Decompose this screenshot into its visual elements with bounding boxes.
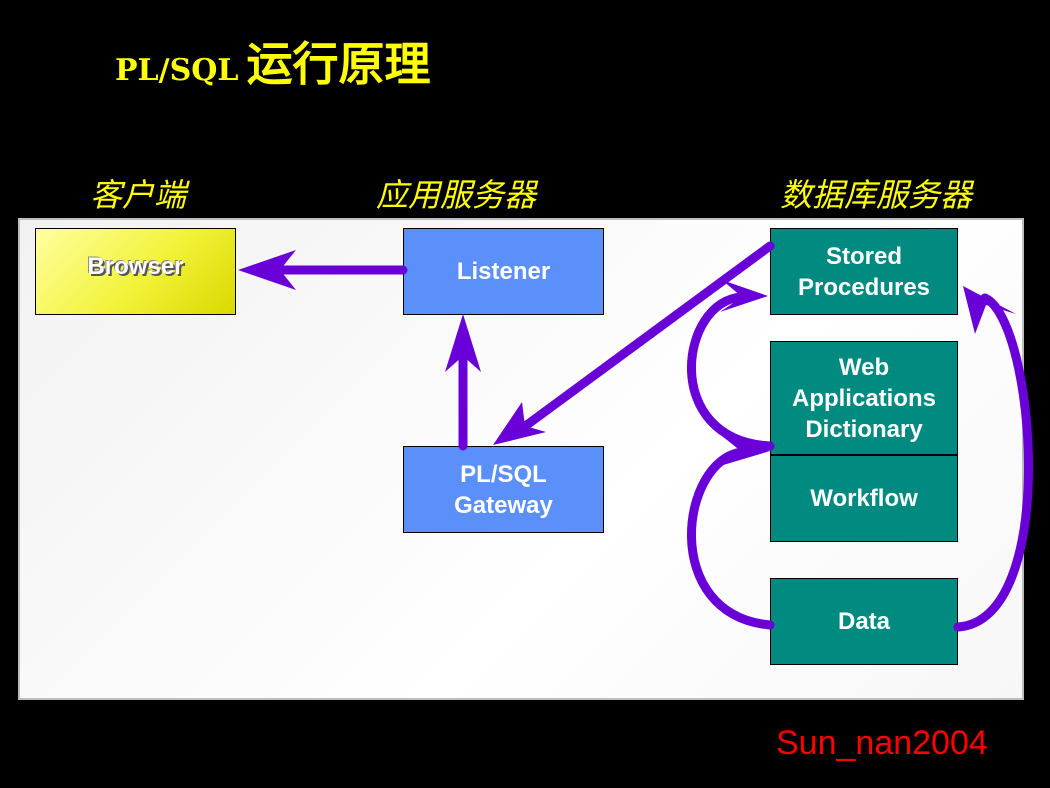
data-box: Data [770, 578, 958, 665]
tier-label-app-server: 应用服务器 [376, 176, 537, 214]
browser-label: Browser [87, 253, 184, 280]
browser-box: Browser [35, 228, 236, 315]
gateway-label-line1: PL/SQL [460, 460, 547, 488]
stored-label-line1: Stored [825, 242, 902, 270]
page-title: PL/SQL 运行原理 [115, 28, 431, 98]
webapp-label-line1: Web [838, 353, 890, 381]
listener-box: Listener [403, 228, 604, 315]
stored-label-line2: Procedures [797, 273, 931, 301]
workflow-box: Workflow [770, 455, 958, 542]
listener-label: Listener [456, 258, 551, 285]
web-applications-dictionary-box: Web Applications Dictionary [770, 341, 958, 455]
gateway-label-line2: Gateway [454, 491, 553, 519]
title-cjk: 运行原理 [246, 37, 431, 91]
tier-label-db-server: 数据库服务器 [780, 176, 973, 214]
webapp-label-line2: Applications [791, 384, 936, 412]
stored-procedures-box: Stored Procedures [770, 228, 958, 315]
workflow-label: Workflow [810, 485, 918, 512]
plsql-gateway-box: PL/SQL Gateway [403, 446, 604, 533]
tier-label-client: 客户端 [90, 176, 187, 214]
author-footer: Sun_nan2004 [776, 724, 988, 762]
webapp-label-line3: Dictionary [805, 415, 923, 443]
title-latin: PL/SQL [115, 53, 239, 88]
data-label: Data [837, 608, 891, 635]
